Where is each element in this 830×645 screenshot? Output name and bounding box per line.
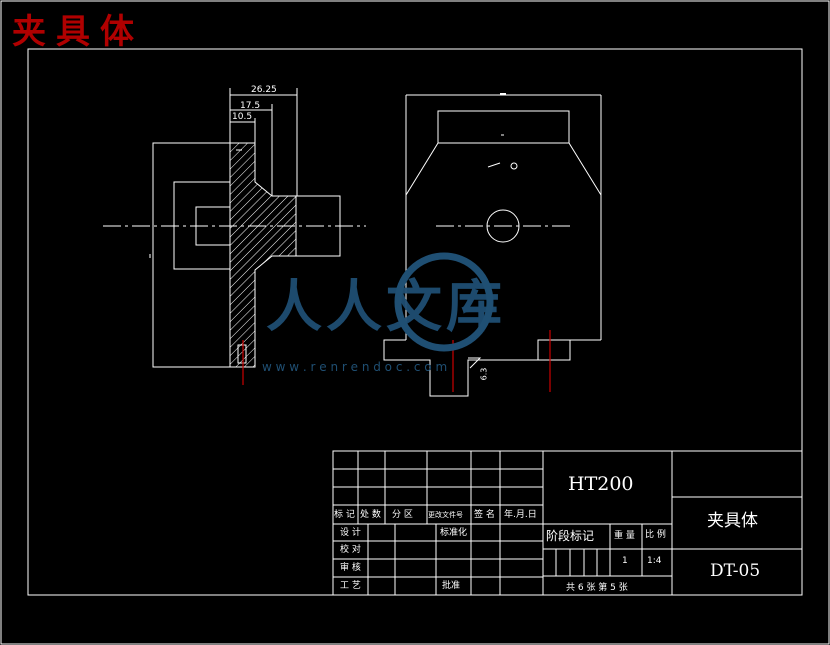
rev-sign-header: 签 名	[474, 510, 495, 520]
dim-label-3: 10.5	[232, 112, 253, 122]
section-view	[103, 88, 366, 368]
rev-zone-header: 分 区	[392, 510, 413, 520]
weight-label: 重 量	[614, 531, 635, 541]
material-value: HT200	[568, 473, 634, 495]
process-label: 工 艺	[340, 581, 361, 591]
qty-value: 1	[622, 556, 628, 566]
rev-count-header: 处 数	[360, 510, 381, 520]
rev-date-header: 年.月.日	[504, 510, 537, 520]
front-view	[383, 93, 602, 397]
rev-mark-header: 标 记	[334, 510, 355, 520]
stage-mark-label: 阶段标记	[546, 529, 595, 543]
rev-doc-header: 更改文件号	[428, 511, 463, 519]
dim-label-1: 26.25	[251, 85, 277, 95]
watermark-url: w w w . r e n r e n d o c . c o m	[262, 360, 448, 374]
design-label: 设 计	[340, 528, 361, 538]
watermark-logo: 人人文库	[266, 275, 506, 340]
roughness-label: 6.3	[479, 367, 489, 381]
standardize-label: 标准化	[440, 528, 468, 538]
scale-label: 比 例	[645, 530, 666, 540]
approve-label: 批准	[442, 581, 461, 591]
check-label: 校 对	[340, 545, 361, 555]
page-title: 夹具体	[12, 12, 144, 52]
scale-value: 1:4	[647, 556, 662, 566]
dim-label-2: 17.5	[240, 101, 261, 111]
title-block-grid	[332, 450, 803, 596]
review-label: 审 核	[340, 563, 361, 573]
sheet-count: 共 6 张 第 5 张	[566, 583, 628, 593]
part-name: 夹具体	[707, 511, 758, 531]
drawing-number: DT-05	[710, 561, 761, 581]
